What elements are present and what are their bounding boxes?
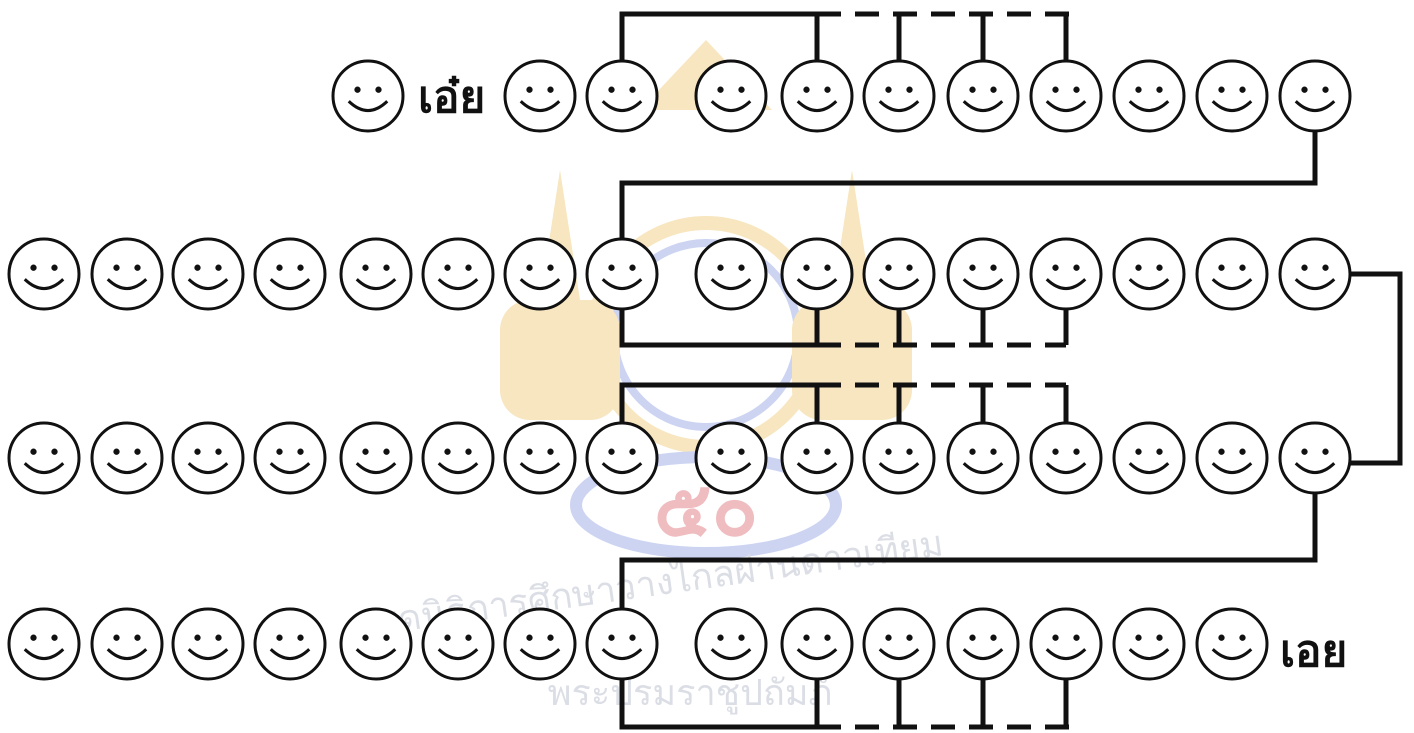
syllable-face-r4-14 [1112, 607, 1186, 681]
syllable-face-r3-12 [946, 421, 1020, 495]
syllable-face-r2-4 [253, 237, 327, 311]
start-label: เอ๋ย [418, 72, 485, 123]
syllable-face-r1-7 [946, 59, 1020, 133]
syllable-face-r2-9 [694, 237, 768, 311]
syllable-face-r2-15 [1195, 237, 1269, 311]
syllable-face-r2-16 [1278, 237, 1352, 311]
rhyme-line-row2-solid [619, 309, 817, 348]
syllable-face-r3-4 [253, 421, 327, 495]
syllable-face-r4-13 [1029, 607, 1103, 681]
syllable-face-r3-13 [1029, 421, 1103, 495]
syllable-face-r1-6 [862, 59, 936, 133]
syllable-face-r3-11 [862, 421, 936, 495]
rhyme-link-row1-row2 [619, 131, 1318, 239]
watermark-bottom-text: พระปรมราชูปถัมภ์ [548, 673, 832, 715]
syllable-face-r2-3 [171, 237, 245, 311]
syllable-face-r4-7 [503, 607, 577, 681]
rhyme-link-row2-row3 [1350, 271, 1403, 466]
syllable-face-r3-7 [503, 421, 577, 495]
syllable-face-r1-9 [1112, 59, 1186, 133]
syllable-face-r3-3 [171, 421, 245, 495]
syllable-face-r4-1 [7, 607, 81, 681]
syllable-face-r2-12 [946, 237, 1020, 311]
syllable-face-r1-10 [1195, 59, 1269, 133]
syllable-face-r4-9 [694, 607, 768, 681]
syllable-face-r1-4 [694, 59, 768, 133]
rhyme-link-row3-row4 [619, 493, 1318, 609]
syllable-face-r3-6 [421, 421, 495, 495]
syllable-faces [7, 59, 1352, 681]
rhyme-line-row4-solid [619, 679, 817, 730]
syllable-face-r1-3 [585, 59, 659, 133]
syllable-face-r2-5 [339, 237, 413, 311]
syllable-face-r2-14 [1112, 237, 1186, 311]
syllable-face-r2-7 [503, 237, 577, 311]
syllable-face-r1-2 [503, 59, 577, 133]
syllable-face-r2-11 [862, 237, 936, 311]
syllable-face-r4-8 [585, 607, 659, 681]
syllable-face-r4-4 [253, 607, 327, 681]
syllable-face-r3-10 [780, 421, 854, 495]
syllable-face-r2-1 [7, 237, 81, 311]
syllable-face-r1-8 [1029, 59, 1103, 133]
syllable-face-r3-16 [1278, 421, 1352, 495]
syllable-face-r3-2 [90, 421, 164, 495]
rhyme-line-row3-solid [619, 382, 817, 423]
syllable-face-r3-8 [585, 421, 659, 495]
syllable-face-r4-5 [339, 607, 413, 681]
syllable-face-r2-13 [1029, 237, 1103, 311]
syllable-face-r3-14 [1112, 421, 1186, 495]
syllable-face-r3-5 [339, 421, 413, 495]
syllable-face-r2-8 [585, 237, 659, 311]
rhyme-line-row1-solid [619, 11, 817, 61]
syllable-face-r3-15 [1195, 421, 1269, 495]
syllable-face-r1-11 [1278, 59, 1352, 133]
syllable-face-r4-2 [90, 607, 164, 681]
syllable-face-r1-5 [780, 59, 854, 133]
syllable-face-r3-1 [7, 421, 81, 495]
syllable-face-r4-3 [171, 607, 245, 681]
syllable-face-r4-15 [1195, 607, 1269, 681]
syllable-face-r2-2 [90, 237, 164, 311]
syllable-face-r3-9 [694, 421, 768, 495]
syllable-face-r2-10 [780, 237, 854, 311]
end-label: เอย [1280, 626, 1347, 677]
syllable-face-r4-6 [421, 607, 495, 681]
syllable-face-r4-10 [780, 607, 854, 681]
syllable-face-r2-6 [421, 237, 495, 311]
syllable-face-r4-12 [946, 607, 1020, 681]
syllable-face-r4-11 [862, 607, 936, 681]
rhyme-connectors [619, 11, 1403, 730]
syllable-face-r1-1 [331, 59, 405, 133]
